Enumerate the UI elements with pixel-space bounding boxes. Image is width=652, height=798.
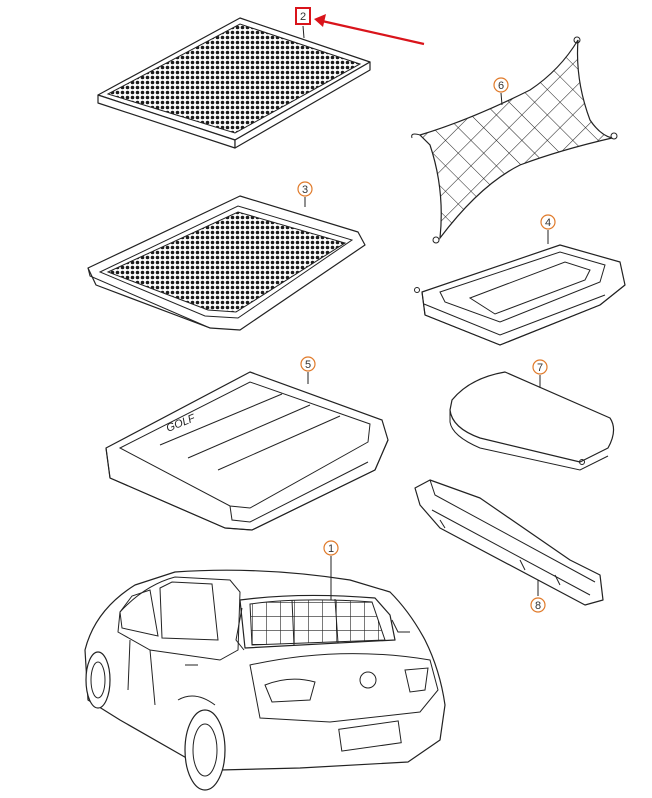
callout-4[interactable]: 4 xyxy=(540,214,556,230)
callout-6-label: 6 xyxy=(498,80,504,92)
cover-cushion-drawing xyxy=(449,371,615,471)
callout-5[interactable]: 5 xyxy=(300,356,316,372)
luggage-tray-drawing: GOLF xyxy=(105,371,389,531)
callout-6[interactable]: 6 xyxy=(493,77,509,93)
parcel-shelf-drawing xyxy=(414,244,626,346)
cargo-net-drawing xyxy=(411,36,618,244)
callout-7[interactable]: 7 xyxy=(532,359,548,375)
callout-7-label: 7 xyxy=(537,362,543,374)
highlight-arrow xyxy=(314,14,425,46)
callout-3-label: 3 xyxy=(302,184,308,196)
callout-2-label: 2 xyxy=(300,11,306,23)
callout-5-label: 5 xyxy=(305,359,311,371)
roller-blind-drawing xyxy=(414,479,604,606)
car-drawing xyxy=(84,569,446,791)
tray-with-mat-drawing xyxy=(87,195,366,331)
callout-1-label: 1 xyxy=(328,543,334,555)
callout-4-label: 4 xyxy=(545,217,551,229)
leader-lines xyxy=(302,25,549,600)
callout-8[interactable]: 8 xyxy=(530,597,546,613)
floor-mat-drawing xyxy=(97,17,371,149)
callout-8-label: 8 xyxy=(535,600,541,612)
callout-2[interactable]: 2 xyxy=(295,7,311,25)
callout-3[interactable]: 3 xyxy=(297,181,313,197)
callout-1[interactable]: 1 xyxy=(323,540,339,556)
